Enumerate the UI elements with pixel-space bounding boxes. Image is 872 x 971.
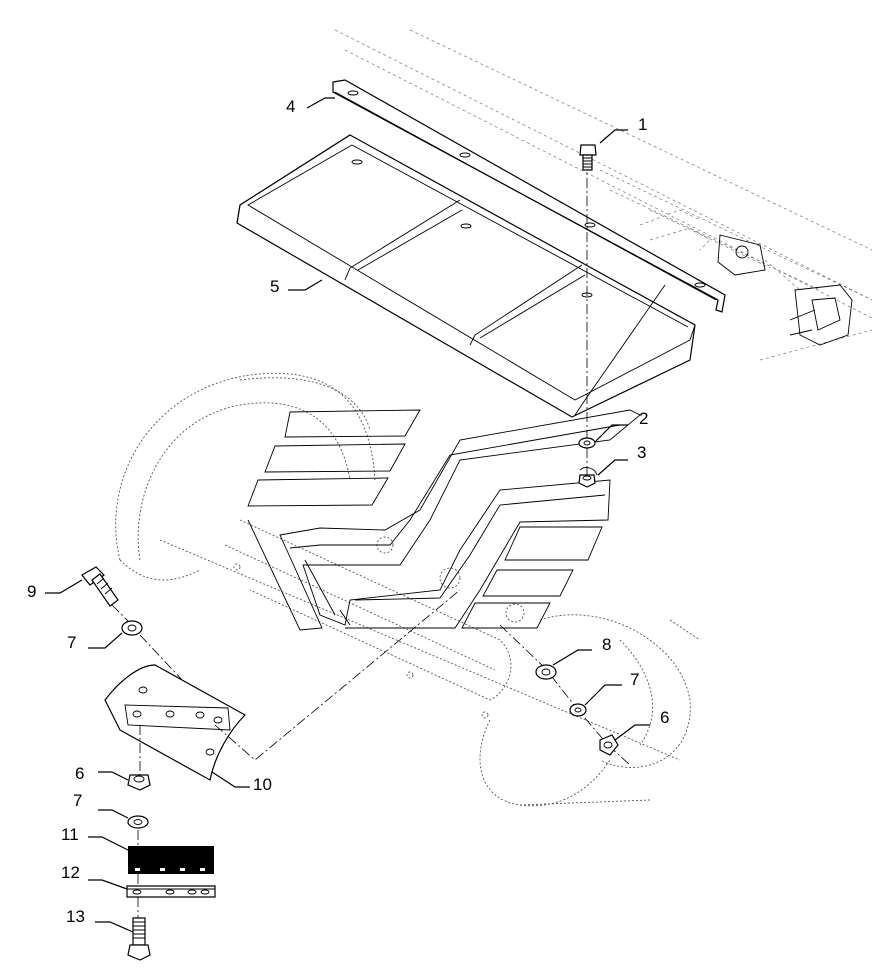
callout-labels: 1 2 3 4 5 6 6 7 7 7 8 9 10 11 12 13 [27,97,669,926]
part-7-washer-right-hole [574,707,582,713]
callout-9: 9 [27,582,36,601]
callout-3: 3 [637,443,646,462]
callout-13: 13 [66,907,85,926]
part-7-washer-left-lower [127,815,149,829]
callout-2: 2 [639,409,648,428]
callout-12: 12 [61,863,80,882]
part-7-washer-left-lower-hole [133,819,143,825]
part-12-clamp-strip [126,885,216,898]
part-6-nut-left-hole [133,775,145,783]
part-2-washer-hole [583,440,591,446]
callout-7-right: 7 [630,670,639,689]
fender-outline [115,372,701,807]
part-3-nut-hole [582,475,592,481]
part-10-curved-plate [104,664,246,781]
callout-10: 10 [253,775,272,794]
fender-decal [247,409,641,631]
callout-11: 11 [61,825,79,844]
part-9-bolt [81,566,119,607]
callout-7-upper-left: 7 [67,633,76,652]
callout-5: 5 [270,277,279,296]
part-13-bolt [127,917,151,961]
part-11-rubber-flap [128,846,214,874]
part-4-mounting-strip [332,79,726,313]
callout-8: 8 [602,635,611,654]
part-3-nut [578,474,596,488]
callout-7-lower-left: 7 [73,791,82,810]
callout-6-left: 6 [75,764,84,783]
leader-arc [579,467,598,476]
part-7-washer-left [121,620,143,636]
background-frame-outline [334,29,872,361]
leader-lines [45,97,650,933]
part-8-washer-right [535,664,557,680]
callout-6-right: 6 [660,708,669,727]
part-6-nut-left [127,774,151,791]
callout-1: 1 [638,115,647,134]
part-6-nut-right [599,734,619,756]
part-8-washer-right-hole [541,668,551,676]
part-6-nut-right-hole [603,741,613,749]
part-2-washer [578,437,596,449]
frame-bracket [717,234,853,346]
callout-4: 4 [286,97,295,116]
part-5-deflector-tray [236,134,696,418]
part-7-washer-right [569,703,587,717]
centerline-plate-to-fender [214,589,461,761]
part-7-washer-left-hole [127,624,137,632]
part-1-bolt [579,144,597,171]
